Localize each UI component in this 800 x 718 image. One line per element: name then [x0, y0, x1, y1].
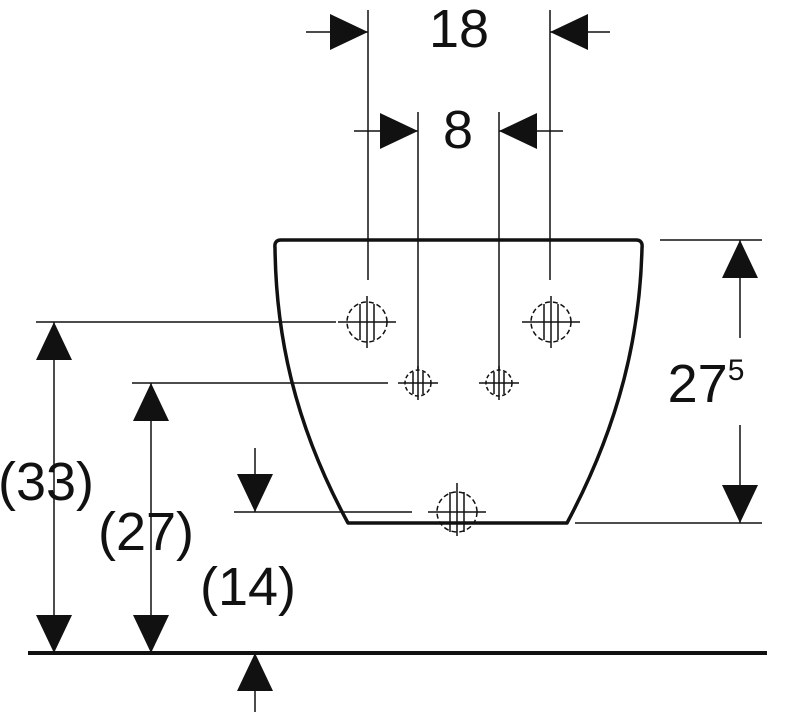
dimension-label-14: (14) [200, 557, 296, 617]
bidet-outline [273, 238, 644, 525]
dimension-label-27: (27) [98, 502, 194, 562]
arrow-8-right [499, 113, 537, 149]
extension-lines-top [367, 10, 551, 370]
extension-lines-right [575, 239, 762, 524]
arrow-27-5-top [722, 240, 758, 278]
connection-symbol-left-lower [398, 366, 438, 400]
extension-lines-left [36, 321, 412, 513]
arrow-14-down [237, 474, 273, 512]
connection-symbol-right-upper [522, 296, 580, 348]
dimension-label-27-5-main: 27 [668, 354, 728, 414]
dimension-label-33: (33) [0, 452, 94, 512]
arrow-27-5-bottom [722, 485, 758, 523]
dimension-label-27-5-superscript: 5 [728, 354, 745, 387]
arrow-33-top [36, 322, 72, 360]
connection-symbol-drain [428, 483, 486, 536]
arrow-33-bottom [36, 615, 72, 653]
connection-symbol-left-upper [338, 296, 396, 348]
arrow-14-up [237, 653, 273, 691]
dimension-label-18: 18 [429, 0, 489, 59]
arrow-27-bottom [133, 615, 169, 653]
arrow-8-left [380, 113, 418, 149]
dimension-label-27-5: 275 [668, 354, 745, 414]
connection-symbol-right-lower [479, 366, 519, 400]
arrow-27-top [133, 383, 169, 421]
arrow-18-left [330, 14, 368, 50]
arrow-18-right [550, 14, 588, 50]
dimension-label-8: 8 [443, 100, 473, 160]
